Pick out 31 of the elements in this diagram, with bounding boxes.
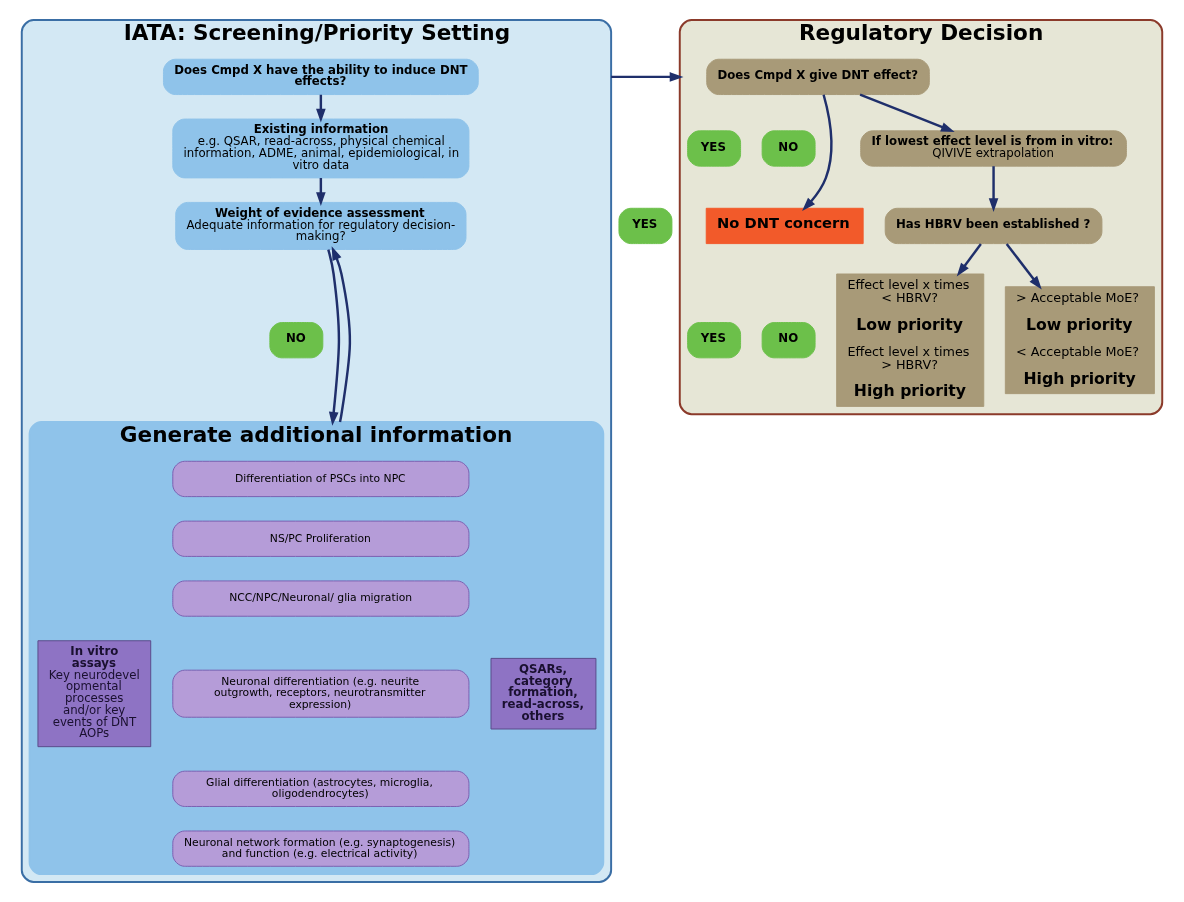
node-box: In vitro assays Key neurodevelopmental processes and/or key events of DNT AOPs (37, 640, 152, 748)
arrow (611, 72, 684, 82)
node-box: Glial differentiation (astrocytes, microglia, oligodendrocytes) (172, 770, 470, 807)
node-box: No DNT concern (705, 207, 864, 245)
arrow (331, 246, 352, 423)
node-box: NO (761, 322, 816, 359)
node-box: Effect level x times < HBRV? Low priority Effect level x times > HBRV? High priority (836, 273, 985, 407)
node-box: Differentiation of PSCs into NPC (172, 460, 470, 498)
arrow (956, 243, 982, 277)
node-box: YES (687, 322, 742, 359)
node-box: YES (618, 207, 673, 245)
node-box: Does Cmpd X give DNT effect? (706, 58, 930, 96)
node-box: QSARs, category formation, read-across, others (490, 657, 597, 730)
arrow (988, 166, 999, 212)
node-box: NO (269, 322, 324, 359)
node-box: Neuronal network formation (e.g. synaptogenesis) and function (e.g. electrical activity) (172, 830, 470, 867)
node-box: > Acceptable MoE? Low priority < Acceptable MoE? High priority (1004, 286, 1155, 395)
node-box: Has HBRV been established ? (884, 207, 1103, 245)
node-box: NS/PC Proliferation (172, 520, 470, 557)
node-box: If lowest effect level is from in vitro: QIVIVE extrapolation (860, 130, 1127, 167)
arrow (1005, 243, 1042, 290)
node-box: YES (687, 130, 742, 167)
node-box: NCC/NPC/Neuronal/ glia migration (172, 580, 470, 617)
node-box: Neuronal differentiation (e.g. neurite outgrowth, receptors, neurotransmitter expression) (172, 669, 470, 718)
arrow (327, 249, 341, 426)
arrow (802, 94, 833, 211)
node-box: Does Cmpd X have the ability to induce DNT effects? (163, 58, 479, 96)
arrow (859, 93, 955, 133)
node-box: Existing information e.g. QSAR, read-across, physical chemical information, ADME, animal, epidemiological, in vitro data (172, 118, 470, 179)
node-box: Weight of evidence assessment Adequate information for regulatory decision-making? (175, 201, 467, 250)
node-box: NO (761, 130, 816, 167)
